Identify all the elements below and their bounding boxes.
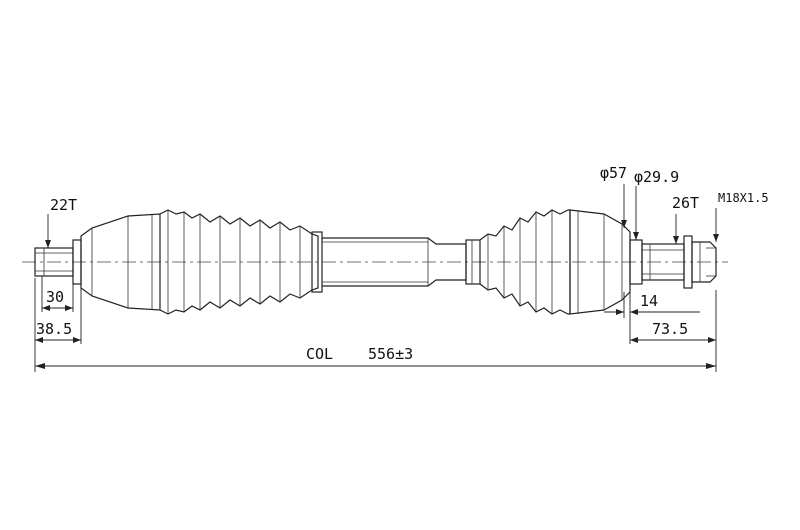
- label-col: COL: [306, 345, 333, 363]
- label-total-length: 556±3: [368, 345, 413, 363]
- dim-dia-57: φ57: [600, 164, 627, 228]
- label-dia-57: φ57: [600, 164, 627, 182]
- label-dim-30: 30: [46, 288, 64, 306]
- label-dim-73-5: 73.5: [652, 320, 688, 338]
- dim-14: 14: [604, 292, 700, 344]
- dim-26t: 26T: [672, 194, 699, 244]
- dim-38-5: 38.5: [34, 278, 82, 372]
- dim-30: 30: [41, 276, 74, 312]
- dim-overall: COL 556±3: [35, 290, 717, 372]
- dim-22t: 22T: [45, 196, 77, 248]
- label-dim-38-5: 38.5: [36, 320, 72, 338]
- dim-73-5: 73.5: [630, 320, 716, 343]
- label-thread: M18X1.5: [718, 191, 769, 205]
- label-dia-29-9: φ29.9: [634, 168, 679, 186]
- label-dim-14: 14: [640, 292, 658, 310]
- dim-thread: M18X1.5: [713, 191, 769, 242]
- middle-shaft: [322, 237, 481, 287]
- dim-dia-29-9: φ29.9: [633, 168, 679, 240]
- left-boot: [159, 209, 323, 315]
- label-26t: 26T: [672, 194, 699, 212]
- label-22t: 22T: [50, 196, 77, 214]
